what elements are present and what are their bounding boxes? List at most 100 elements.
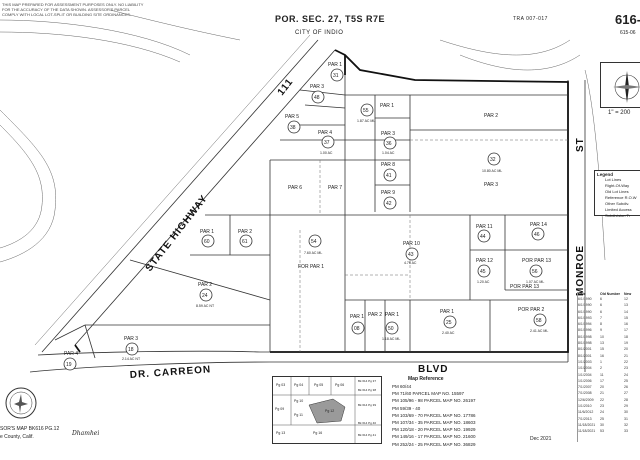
legend-label: Subdivision Tr [605,213,631,218]
parcel-name: PAR 3 [124,336,138,342]
change-table-cell: 20 [600,385,604,390]
change-table-cell: 6 [600,303,602,308]
parcel-num: 44 [480,234,486,240]
index-map: Pg 03 Pg 04 Pg 05 Pg 06 Bk 614 Pg 37 Bk … [272,376,382,444]
seal-icon [5,387,37,419]
parcel-num: 19 [66,362,72,368]
parcel-num: 42 [386,201,392,207]
change-table-cell: 1/1/2010 [578,404,592,409]
background-roads [0,9,606,263]
parcel-name: PAR 2 [238,229,252,235]
legend-label: Lot Lines [605,177,622,182]
change-table-cell: 28 [624,397,628,402]
parcel-area: 1.18 AC ML [382,337,400,341]
legend-label: Reference R.O.W [605,195,637,200]
subject-boundary [74,49,569,353]
change-table-cell: 23 [624,366,628,371]
parcel-name: PAR 1 [380,103,394,109]
change-table-cell: 17 [600,378,604,383]
disclaimer-line: FOR THE ACCURACY OF THE DATA SHOWN. ASSE… [2,7,131,12]
change-table-cell: 6 [600,297,602,301]
index-cell: Pg 16 [313,431,323,435]
parcel-name: PAR 5 [285,114,299,120]
change-table-cell: 7/1/2013 [578,416,592,421]
change-table-cell: 6/1/1990 [578,297,592,301]
parcel-name: PAR 1 [385,312,399,318]
parcel-num: 32 [490,157,496,163]
map-reference-line: PM 60/44 [392,384,412,389]
change-table-cell: 1/1/2004 [578,366,592,371]
index-map-grid [273,377,381,443]
change-table-cell: 2 [600,366,602,371]
change-table-header: Date Old Number New [578,292,640,296]
change-table-cell: 25 [624,378,628,383]
parcel-num: 61 [242,239,248,245]
legend-item: Lot Lines [597,177,639,183]
parcel-num: 46 [534,232,540,238]
parcel-area: 1.04 AC [382,151,395,155]
change-table-cell: 16 [624,322,628,327]
map-reference-line: PM 120/18 - 20 PARCEL MAP NO. 19929 [392,427,476,433]
highway-111 [34,34,336,353]
change-table-cell: 9 [600,328,602,333]
map-reference-line: PM 252/24 - 25 PARCEL MAP NO. 36829 [392,441,476,447]
change-table-cell: 11 [600,372,604,377]
parcel-name: PAR 2 [198,282,212,288]
change-table-cell: 13 [600,341,604,346]
signature: Dhamhei [72,430,100,437]
change-table-cell: 30 [624,410,628,415]
legend-item: Right-Of-Way [597,183,639,189]
change-table-cell: 25 [600,416,604,421]
parcel-num: 48 [314,95,320,101]
change-table-cell: 15 [600,347,604,352]
map-date: Dec 2021 [530,436,552,442]
parcel-name: PAR 14 [530,222,547,228]
parcel-num: 54 [311,239,317,245]
change-table-cell: 13 [624,303,628,308]
north-arrow-box [600,62,640,108]
index-cell: Pg 12 [325,409,335,413]
legend-item: Reference R.O.W [597,195,639,201]
parcel-name: PAR 11 [476,224,493,230]
parcel-name: PAR 8 [381,162,395,168]
parcel-name: PAR 12 [476,258,493,264]
parcel-name: PAR 7 [328,185,342,191]
dr-carreon-blvd [29,350,568,373]
parcel-name: PAR 2 [484,113,498,119]
parcel-name: PAR 1 [440,309,454,315]
change-table-cell: 6/1/1990 [578,309,592,314]
change-table-cell: 1 [600,359,602,364]
index-cell: Pg 13 [276,431,286,435]
parcel-num: 43 [408,252,414,258]
county-seal [4,386,38,420]
route-label: 111 [276,76,296,97]
change-table-cell: 23 [600,404,604,409]
index-cell: Pg 05 [314,383,324,387]
old-lot-lines [299,139,568,352]
change-table-cell: 21 [600,391,604,396]
parcel-num: 50 [388,326,394,332]
change-table-cell: 8/1/2001 [578,353,592,358]
map-reference-line: PM 59/39 - 40 [392,405,421,411]
index-cell: Bk 614 Pg 37 [358,379,377,383]
parcel-num: 37 [324,140,330,146]
change-table-cell: 11/18/2021 [578,429,596,434]
index-cell: Bk 614 Pg 39 [358,403,377,407]
index-cell: Pg 09 [275,407,285,411]
parcel-area: 7.60 AC ML [304,251,322,255]
change-table-cell: 22 [624,359,628,364]
parcel-name: PAR 9 [381,190,395,196]
col-old-header: Old Number [600,292,621,296]
change-table-cell: 8/1/2001 [578,347,592,352]
parcel-area: 1.20 AC [477,280,490,284]
change-table-cell: 14 [624,309,628,314]
legend-title: Legend [597,172,614,177]
legend-label: Other Subdiv. [605,201,630,206]
